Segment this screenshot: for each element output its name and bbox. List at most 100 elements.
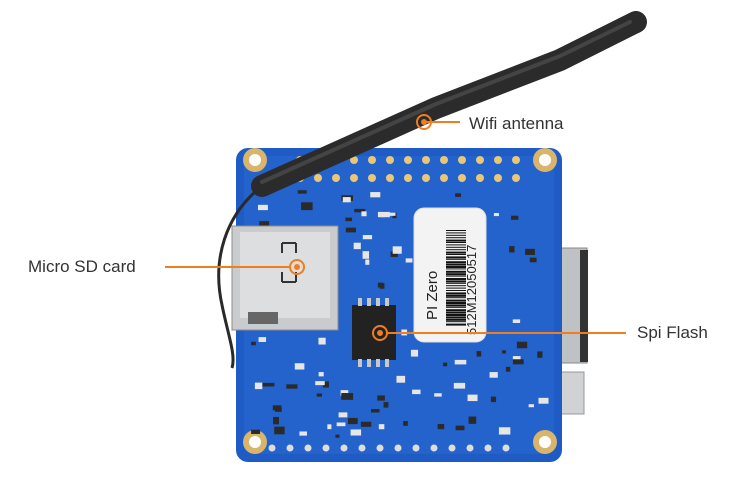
barcode-bar — [446, 256, 466, 259]
header-pin — [386, 156, 394, 164]
connector-edge — [580, 250, 588, 362]
mounting-holes — [243, 148, 557, 454]
smd-part — [262, 382, 275, 387]
barcode-bar — [446, 242, 466, 243]
smd-part — [528, 404, 534, 408]
header-pin — [422, 174, 430, 182]
bottom-pad — [322, 444, 330, 452]
header-pin — [512, 156, 520, 164]
smd-part — [342, 197, 351, 203]
header-pin — [476, 156, 484, 164]
sticker-serial: 512M12050517 — [464, 245, 479, 335]
barcode-bar — [446, 254, 466, 255]
usb-connector — [557, 371, 585, 415]
header-pin — [494, 156, 502, 164]
barcode-bar — [446, 268, 466, 270]
smd-part — [443, 362, 448, 367]
barcode-bar — [446, 285, 466, 287]
header-pin — [368, 174, 376, 182]
bottom-pad — [448, 444, 456, 452]
smd-part — [336, 422, 346, 427]
header-pin — [422, 156, 430, 164]
smd-part — [251, 429, 261, 434]
bottom-pad — [484, 444, 492, 452]
smd-part — [505, 366, 511, 372]
smd-part — [476, 351, 482, 357]
antenna-highlight — [260, 20, 632, 184]
header-pin — [404, 156, 412, 164]
barcode-bar — [446, 316, 466, 319]
smd-part — [338, 412, 348, 418]
smd-part — [396, 375, 406, 383]
bottom-pad — [358, 444, 366, 452]
bottom-pad — [376, 444, 384, 452]
header-pin — [386, 174, 394, 182]
barcode-bar — [446, 246, 466, 248]
barcode-bar — [446, 318, 466, 321]
smd-part — [387, 212, 396, 216]
smd-part — [257, 204, 268, 211]
smd-part — [467, 394, 478, 402]
header-pin — [404, 174, 412, 182]
smd-part — [377, 282, 384, 288]
sticker-model: PI Zero — [424, 271, 441, 320]
header-pin — [332, 174, 340, 182]
smd-part — [335, 434, 340, 438]
barcode-bar — [446, 323, 466, 326]
barcode-bar — [446, 239, 466, 242]
barcode-bar — [446, 249, 466, 251]
header-pin — [512, 174, 520, 182]
smd-part — [362, 251, 370, 259]
label-spi-flash: Spi Flash — [637, 323, 708, 342]
header-pin — [314, 174, 322, 182]
barcode-bar — [446, 278, 466, 280]
header-pin — [440, 174, 448, 182]
smd-part — [434, 393, 442, 397]
barcode-bar — [446, 270, 466, 273]
smd-part — [537, 351, 543, 358]
label-micro-sd-card: Micro SD card — [28, 257, 136, 276]
smd-part — [274, 407, 282, 412]
barcode — [446, 230, 466, 326]
barcode-bar — [446, 280, 466, 283]
barcode-bar — [446, 292, 466, 295]
sd-slot-face — [240, 232, 330, 318]
callout-sd — [165, 259, 305, 275]
smd-part — [361, 211, 367, 217]
barcode-bar — [446, 299, 466, 302]
smd-part — [318, 337, 326, 345]
smd-part — [274, 426, 285, 435]
smd-part — [383, 402, 389, 408]
callout-wifi-dot — [421, 119, 427, 125]
smd-part — [489, 372, 498, 378]
smd-part — [254, 382, 263, 390]
smd-part — [525, 248, 535, 255]
barcode-bar — [446, 251, 466, 254]
smd-part — [403, 421, 408, 426]
smd-part — [318, 372, 324, 377]
callout-spi — [372, 325, 626, 341]
bottom-pad — [430, 444, 438, 452]
header-pin — [458, 174, 466, 182]
smd-part — [345, 227, 356, 233]
bottom-pad — [340, 444, 348, 452]
smd-part — [453, 382, 466, 389]
smd-part — [347, 417, 358, 425]
smd-part — [370, 409, 380, 413]
smd-part — [377, 395, 385, 401]
barcode-bar — [446, 266, 466, 268]
barcode-bar — [446, 232, 466, 234]
smd-part — [501, 350, 507, 354]
header-pin — [350, 156, 358, 164]
bottom-pad — [394, 444, 402, 452]
smd-part — [405, 258, 413, 263]
barcode-bar — [446, 314, 466, 316]
smd-part — [509, 246, 515, 253]
smd-part — [538, 397, 549, 404]
smd-part — [299, 431, 307, 436]
smd-part — [468, 416, 477, 424]
bottom-pad — [304, 444, 312, 452]
smd-part — [354, 208, 366, 213]
smd-part — [516, 341, 528, 349]
